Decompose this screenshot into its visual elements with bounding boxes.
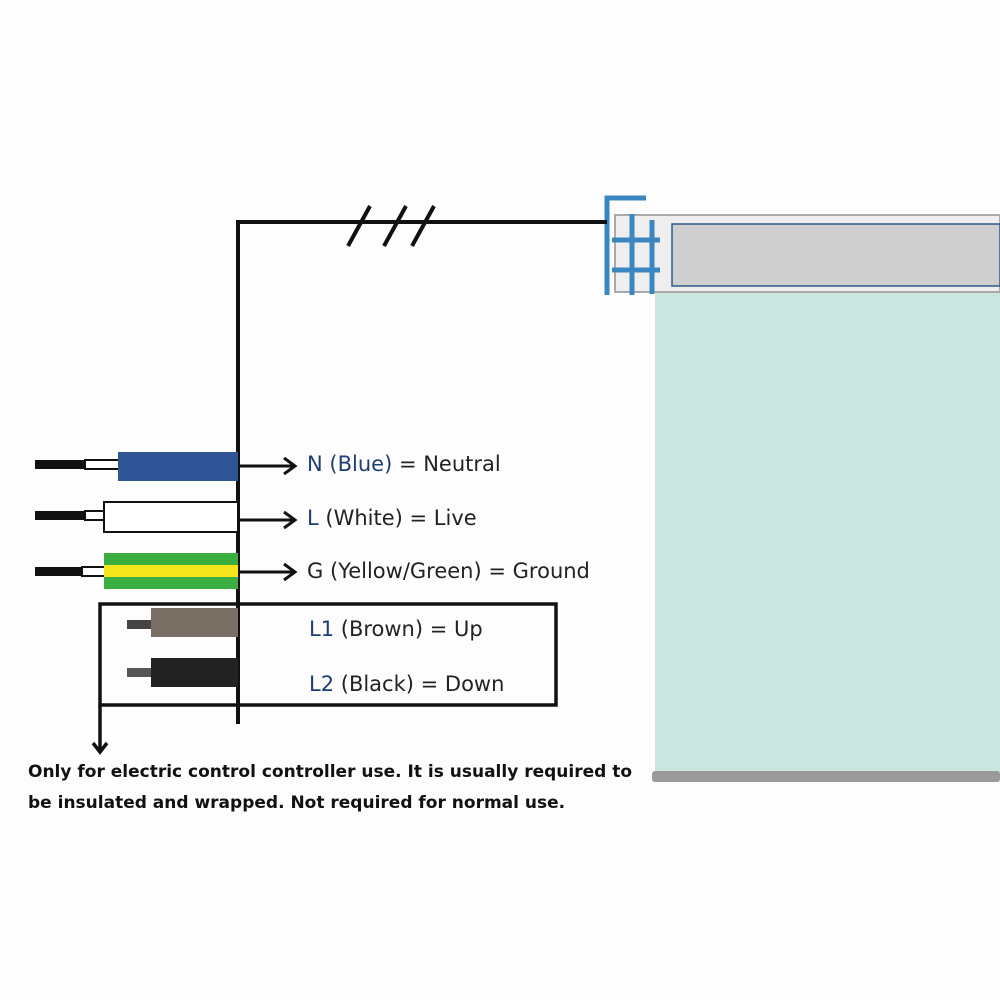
wire-meaning: = Neutral <box>398 452 501 476</box>
wire-code: N <box>307 452 323 476</box>
label-neutral: N (Blue) = Neutral <box>307 452 501 476</box>
wire-up <box>127 608 238 637</box>
label-arrows <box>238 456 298 582</box>
wire-color: (Yellow/Green) <box>329 559 482 583</box>
wire-live <box>35 501 239 533</box>
wire-ground <box>35 553 238 589</box>
wire-meaning: = Live <box>409 506 477 530</box>
wire-meaning: = Up <box>429 617 483 641</box>
mounting-bracket <box>604 195 660 295</box>
roller-tube <box>671 223 1000 287</box>
controller-wires-box <box>91 602 558 755</box>
wire-code: L <box>307 506 319 530</box>
wire-code: L1 <box>309 617 335 641</box>
wire-color: (Brown) <box>340 617 424 641</box>
wire-neutral <box>35 452 238 481</box>
wire-color: (White) <box>325 506 403 530</box>
wire-meaning: = Down <box>420 672 505 696</box>
wire-color: (Blue) <box>329 452 393 476</box>
bottom-bar <box>652 771 1000 782</box>
wire-down <box>127 658 238 687</box>
wire-meaning: = Ground <box>488 559 590 583</box>
wire-color: (Black) <box>340 672 414 696</box>
blind-fabric <box>655 290 1000 775</box>
wire-code: L2 <box>309 672 335 696</box>
label-ground: G (Yellow/Green) = Ground <box>307 559 590 583</box>
note-line-1: Only for electric control controller use… <box>28 762 633 782</box>
label-up: L1 (Brown) = Up <box>309 617 483 641</box>
note-line-2: be insulated and wrapped. Not required f… <box>28 793 566 813</box>
label-live: L (White) = Live <box>307 506 477 530</box>
label-down: L2 (Black) = Down <box>309 672 504 696</box>
wire-code: G <box>307 559 324 583</box>
